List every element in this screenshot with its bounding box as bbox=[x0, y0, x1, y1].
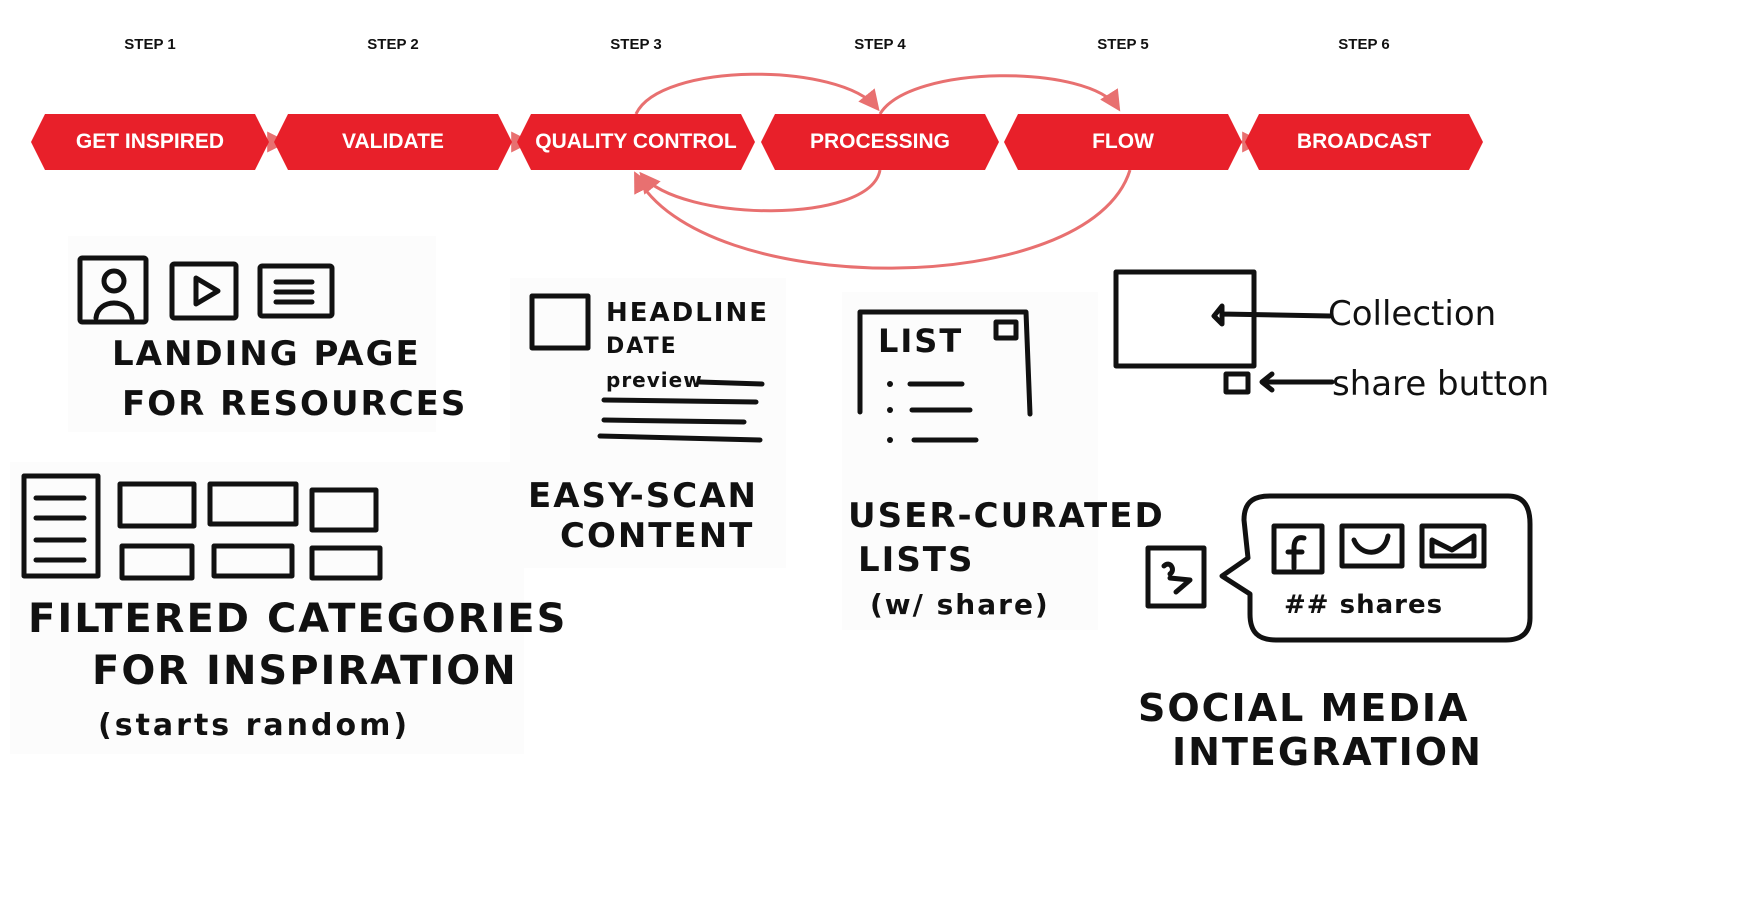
easyscan-headline: HEADLINE bbox=[606, 298, 769, 328]
share-icon bbox=[993, 319, 1019, 341]
category-tile bbox=[119, 543, 195, 581]
filtered-caption-line2: FOR INSPIRATION bbox=[92, 648, 518, 694]
step-title: QUALITY CONTROL bbox=[535, 130, 737, 153]
category-tile bbox=[309, 487, 379, 533]
step-title: BROADCAST bbox=[1296, 130, 1432, 153]
arc-step4-to-step5 bbox=[878, 74, 1121, 115]
filtered-caption-line1: FILTERED CATEGORIES bbox=[28, 596, 568, 642]
step-box-validate: VALIDATE bbox=[274, 114, 512, 170]
list-title: LIST bbox=[878, 322, 964, 360]
share-button-label: share button bbox=[1332, 364, 1550, 404]
document-icon bbox=[257, 263, 335, 319]
email-icon bbox=[1419, 523, 1487, 569]
sketch-landing-page bbox=[68, 236, 436, 432]
lists-caption-line2: LISTS bbox=[858, 540, 975, 580]
thumbnail-icon bbox=[529, 293, 591, 351]
category-tile bbox=[117, 481, 197, 529]
list-card bbox=[857, 309, 1033, 417]
collection-box bbox=[1113, 269, 1257, 369]
easyscan-caption-line2: CONTENT bbox=[560, 516, 755, 556]
lists-caption-line3: (w/ share) bbox=[870, 588, 1050, 621]
easyscan-date: DATE bbox=[606, 334, 678, 359]
social-caption-line2: INTEGRATION bbox=[1172, 730, 1483, 774]
step-label-3: STEP 3 bbox=[610, 36, 662, 53]
easyscan-caption-line1: EASY-SCAN bbox=[528, 476, 758, 516]
category-tile bbox=[207, 481, 299, 527]
step-label-5: STEP 5 bbox=[1097, 36, 1149, 53]
landing-caption-line1: LANDING PAGE bbox=[112, 334, 421, 374]
shares-count: ## shares bbox=[1284, 590, 1444, 620]
share-pointer bbox=[1259, 371, 1335, 393]
step-label-6: STEP 6 bbox=[1338, 36, 1390, 53]
user-icon bbox=[77, 255, 149, 325]
share-source-icon bbox=[1145, 545, 1207, 609]
step-title: GET INSPIRED bbox=[75, 130, 225, 153]
share-button-icon bbox=[1223, 371, 1251, 395]
step-box-broadcast: BROADCAST bbox=[1245, 114, 1483, 170]
step-title: FLOW bbox=[1092, 130, 1154, 153]
arc-step5-back-step3 bbox=[634, 169, 1132, 270]
social-caption-line1: SOCIAL MEDIA bbox=[1138, 686, 1470, 730]
twitter-icon bbox=[1339, 523, 1405, 569]
arc-step4-back-step3 bbox=[639, 169, 882, 213]
collection-label: Collection bbox=[1328, 294, 1497, 334]
step-label-1: STEP 1 bbox=[124, 36, 176, 53]
step-box-quality-control: QUALITY CONTROL bbox=[517, 114, 755, 170]
step-title: VALIDATE bbox=[342, 130, 444, 153]
lists-caption-line1: USER-CURATED bbox=[848, 496, 1165, 536]
collection-pointer bbox=[1211, 303, 1333, 327]
step-box-flow: FLOW bbox=[1004, 114, 1242, 170]
speech-bubble bbox=[1219, 493, 1533, 643]
step-title: PROCESSING bbox=[809, 130, 951, 153]
landing-caption-line2: FOR RESOURCES bbox=[122, 384, 468, 424]
step-label-2: STEP 2 bbox=[367, 36, 419, 53]
filtered-caption-line3: (starts random) bbox=[98, 708, 411, 743]
sketch-user-lists bbox=[842, 292, 1098, 630]
step-label-4: STEP 4 bbox=[854, 36, 906, 53]
step-box-processing: PROCESSING bbox=[761, 114, 999, 170]
arc-step3-to-step4 bbox=[634, 72, 880, 115]
play-icon bbox=[169, 261, 239, 321]
facebook-icon bbox=[1271, 523, 1325, 575]
step-box-get-inspired: GET INSPIRED bbox=[31, 114, 269, 170]
category-tile bbox=[211, 543, 295, 579]
easyscan-preview: preview bbox=[606, 368, 703, 392]
filter-panel-icon bbox=[21, 473, 101, 579]
category-tile bbox=[309, 545, 383, 581]
